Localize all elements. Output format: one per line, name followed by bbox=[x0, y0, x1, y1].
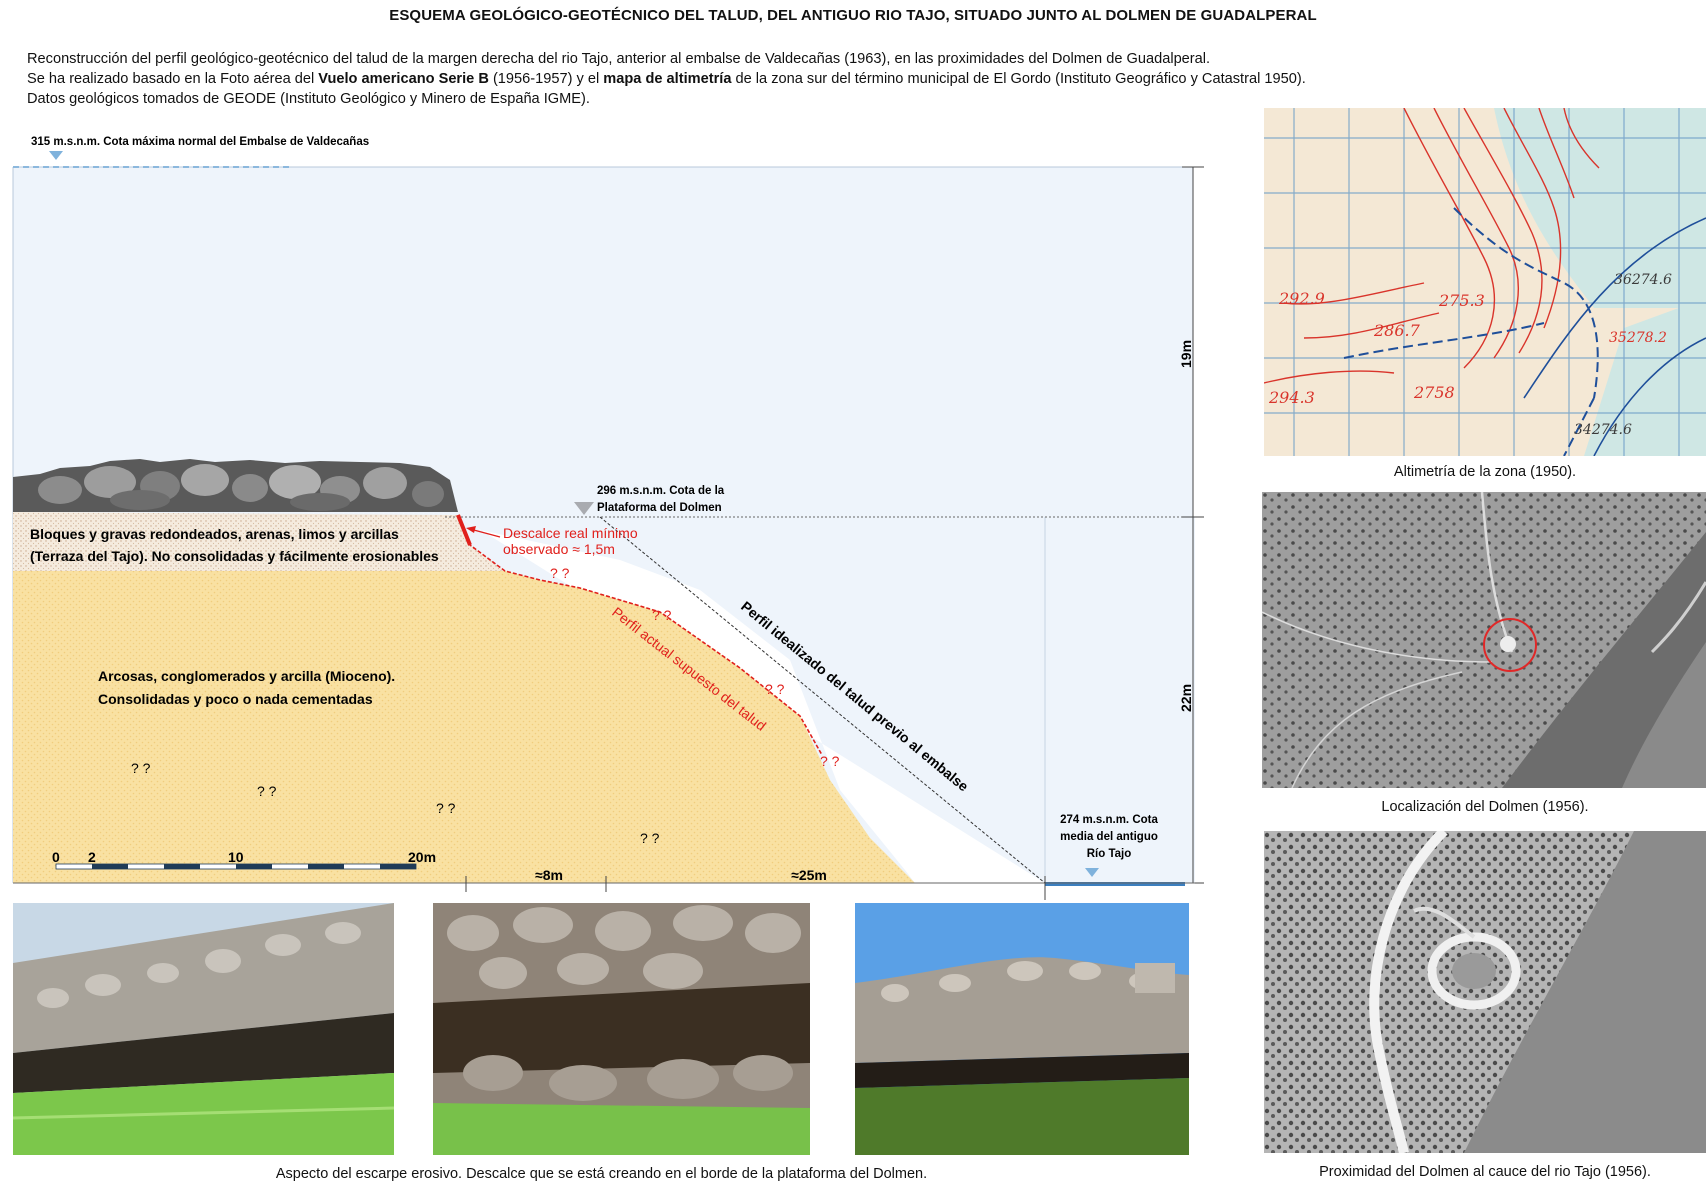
river-level-marker bbox=[1085, 868, 1099, 877]
map-label: 275.3 bbox=[1438, 291, 1485, 310]
river-level-label-1: 274 m.s.n.m. Cota bbox=[1060, 814, 1158, 826]
idealized-profile-line bbox=[599, 516, 1046, 884]
unknown-mark: ? ? bbox=[131, 760, 151, 776]
map-label: 292.9 bbox=[1278, 289, 1325, 308]
max-level-label: 315 m.s.n.m. Cota máxima normal del Emba… bbox=[31, 136, 369, 148]
map-label: 286.7 bbox=[1373, 321, 1421, 340]
altimetry-map: 292.9 275.3 286.7 36274.6 35278.2 294.3 … bbox=[1264, 108, 1706, 456]
unknown-mark: ? ? bbox=[257, 783, 277, 799]
map-label: 294.3 bbox=[1268, 388, 1315, 407]
unknown-mark: ? ? bbox=[652, 607, 672, 623]
unknown-mark: ? ? bbox=[765, 681, 785, 697]
intro-line-3: Datos geológicos tomados de GEODE (Insti… bbox=[27, 91, 590, 107]
dolmen-location-circle bbox=[1483, 618, 1537, 672]
undercut-arrow bbox=[469, 528, 501, 538]
map-label: 34274.6 bbox=[1574, 422, 1632, 438]
intro-line-1: Reconstrucción del perfil geológico-geot… bbox=[27, 51, 1211, 67]
intro-line-2: Se ha realizado basado en la Foto aérea … bbox=[27, 71, 1306, 87]
escarpment-photo-3 bbox=[855, 903, 1189, 1155]
miocene-label-1: Arcosas, conglomerados y arcilla (Miocen… bbox=[98, 668, 395, 684]
undercut-label-2: observado ≈ 1,5m bbox=[503, 541, 615, 557]
river-water bbox=[1045, 882, 1185, 886]
aerial-caption: Localización del Dolmen (1956). bbox=[1381, 799, 1589, 815]
closeup-aerial-photo bbox=[1264, 831, 1706, 1153]
unknown-mark: ? ? bbox=[436, 800, 456, 816]
map-label: 2758 bbox=[1413, 383, 1455, 402]
bottom-photos-caption: Aspecto del escarpe erosivo. Descalce qu… bbox=[275, 1166, 928, 1182]
escarpment-photo-1 bbox=[13, 903, 394, 1155]
scale-label: 0 bbox=[52, 849, 60, 865]
terrace-label-1: Bloques y gravas redondeados, arenas, li… bbox=[30, 526, 399, 542]
closeup-caption: Proximidad del Dolmen al cauce del rio T… bbox=[1319, 1164, 1651, 1180]
scale-label: 10 bbox=[228, 849, 244, 865]
terrace-label-2: (Terraza del Tajo). No consolidadas y fá… bbox=[30, 548, 439, 564]
page-title: ESQUEMA GEOLÓGICO-GEOTÉCNICO DEL TALUD, … bbox=[389, 7, 1317, 24]
unknown-mark: ? ? bbox=[820, 753, 840, 769]
miocene-layer bbox=[13, 571, 915, 883]
terrace-layer bbox=[13, 512, 505, 571]
scale-label: 20m bbox=[408, 849, 436, 865]
escarpment-photo-2 bbox=[433, 903, 810, 1155]
unknown-mark: ? ? bbox=[550, 565, 570, 581]
undercut-label-1: Descalce real mínimo bbox=[503, 525, 638, 541]
height-lower-label: 22m bbox=[1178, 684, 1194, 712]
cross-section-diagram: 315 m.s.n.m. Cota máxima normal del Emba… bbox=[12, 136, 1204, 900]
unknown-mark: ? ? bbox=[640, 830, 660, 846]
max-level-marker bbox=[49, 151, 63, 160]
scale-bar: 0 2 10 20m bbox=[52, 849, 436, 870]
platform-level-marker bbox=[574, 502, 594, 515]
undercut-mark bbox=[456, 514, 472, 546]
distance-label-1: ≈8m bbox=[535, 867, 563, 883]
river-level-label-2: media del antiguo bbox=[1060, 831, 1158, 843]
aerial-photo bbox=[1262, 492, 1706, 788]
height-upper-label: 19m bbox=[1178, 340, 1194, 368]
scale-label: 2 bbox=[88, 849, 96, 865]
map-label: 36274.6 bbox=[1614, 272, 1672, 288]
current-profile-line bbox=[457, 514, 823, 756]
miocene-label-2: Consolidadas y poco o nada cementadas bbox=[98, 691, 373, 707]
distance-label-2: ≈25m bbox=[791, 867, 827, 883]
platform-level-label-1: 296 m.s.n.m. Cota de la bbox=[597, 485, 725, 497]
river-level-label-3: Río Tajo bbox=[1087, 848, 1132, 860]
dolmen-stones bbox=[13, 459, 458, 512]
map-caption: Altimetría de la zona (1950). bbox=[1393, 464, 1577, 480]
map-label: 35278.2 bbox=[1609, 330, 1667, 346]
platform-level-label-2: Plataforma del Dolmen bbox=[597, 502, 722, 514]
